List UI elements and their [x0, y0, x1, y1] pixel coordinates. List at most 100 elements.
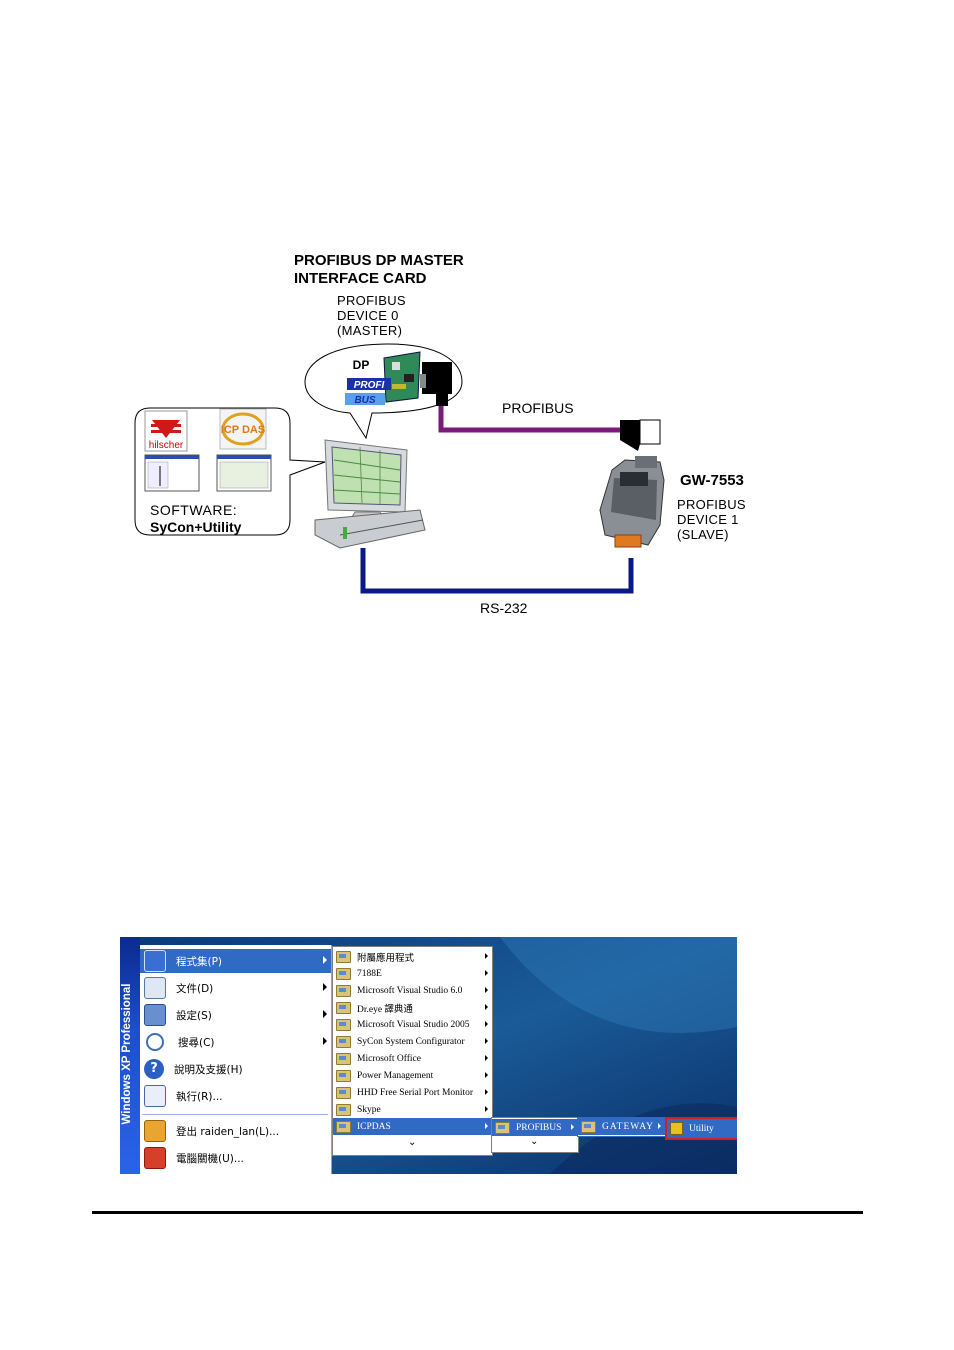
- shutdown-icon: [144, 1147, 166, 1169]
- chevron-right-icon: [485, 1072, 488, 1078]
- master-device-label: PROFIBUS DEVICE 0 (MASTER): [337, 293, 406, 338]
- icpdas-item-label: PROFIBUS: [516, 1122, 562, 1133]
- folder-icon: [336, 1120, 351, 1133]
- software-window-thumb-1: [144, 454, 200, 492]
- start-item-documents[interactable]: 文件(D): [140, 976, 331, 1000]
- pc-computer: [314, 439, 426, 549]
- svg-text:hilscher: hilscher: [149, 440, 184, 451]
- master-card-title-line1: PROFIBUS DP MASTER: [294, 252, 464, 269]
- xp-side-band: Windows XP Professional: [120, 937, 140, 1174]
- rs232-cable: [360, 548, 634, 594]
- icpdas-item-profibus[interactable]: PROFIBUS: [492, 1119, 578, 1136]
- settings-icon: [144, 1004, 166, 1026]
- program-item-label: Skype: [357, 1104, 381, 1115]
- documents-icon: [144, 977, 166, 999]
- svg-text:DP: DP: [353, 358, 370, 372]
- master-device-line2: DEVICE 0: [337, 308, 399, 323]
- software-label: SOFTWARE: SyCon+Utility: [150, 502, 241, 536]
- profibus-item-gateway[interactable]: GATEWAY: [578, 1118, 665, 1135]
- chevron-right-icon: [485, 1055, 488, 1061]
- program-item-label: HHD Free Serial Port Monitor: [357, 1087, 474, 1098]
- help-icon: ?: [144, 1059, 164, 1079]
- start-item-label: 說明及支援(H): [174, 1063, 243, 1076]
- chevron-right-icon: [323, 1010, 327, 1018]
- start-item-logoff[interactable]: 登出 raiden_lan(L)...: [140, 1119, 331, 1143]
- program-item[interactable]: Dr.eye 譯典通: [333, 999, 492, 1016]
- program-item[interactable]: Microsoft Office: [333, 1050, 492, 1067]
- folder-icon: [336, 1018, 351, 1031]
- gw-7553-device: [599, 456, 665, 548]
- profibus-submenu: GATEWAY: [577, 1117, 666, 1137]
- start-item-shutdown[interactable]: 電腦關機(U)...: [140, 1146, 331, 1170]
- chevron-right-icon: [323, 956, 327, 964]
- start-menu-screenshot: Windows XP Professional 程式集(P) 文件(D) 設定(…: [120, 937, 737, 1174]
- program-item-label: Microsoft Office: [357, 1053, 421, 1064]
- start-menu-separator: [142, 1114, 328, 1115]
- start-menu: 程式集(P) 文件(D) 設定(S) 搜尋(C) ? 說明及支援(H) 執行(R…: [140, 945, 332, 1174]
- folder-icon: [336, 984, 351, 997]
- chevron-right-icon: [571, 1124, 574, 1130]
- icpdas-submenu: PROFIBUS ⌄: [491, 1117, 579, 1153]
- expand-chevron-icon[interactable]: ⌄: [408, 1137, 417, 1148]
- network-diagram: hilscher ICP DAS DP PROF: [134, 343, 665, 594]
- chevron-right-icon: [485, 1038, 488, 1044]
- programs-icon: [144, 950, 166, 972]
- start-item-programs[interactable]: 程式集(P): [140, 949, 331, 973]
- program-item[interactable]: Skype: [333, 1101, 492, 1118]
- rs232-label: RS-232: [480, 600, 528, 616]
- slave-device-line1: PROFIBUS: [677, 497, 746, 512]
- program-item[interactable]: HHD Free Serial Port Monitor: [333, 1084, 492, 1101]
- program-item-label: 附屬應用程式: [357, 953, 415, 964]
- bottom-rule: [92, 1211, 863, 1214]
- profibus-link-label: PROFIBUS: [502, 400, 574, 416]
- program-item-icpdas[interactable]: ICPDAS: [333, 1118, 492, 1135]
- software-window-thumb-2: [216, 454, 272, 492]
- utility-app-icon: [670, 1122, 683, 1135]
- slave-device-line3: (SLAVE): [677, 527, 729, 542]
- gateway-item-utility[interactable]: Utility: [667, 1119, 737, 1138]
- start-item-search[interactable]: 搜尋(C): [140, 1030, 331, 1054]
- master-card-title-line2: INTERFACE CARD: [294, 270, 427, 287]
- chevron-right-icon: [323, 983, 327, 991]
- chevron-right-icon: [323, 1037, 327, 1045]
- svg-text:BUS: BUS: [354, 395, 375, 406]
- folder-icon: [336, 967, 351, 980]
- chevron-right-icon: [485, 1021, 488, 1027]
- folder-icon: [581, 1120, 596, 1133]
- chevron-right-icon: [485, 953, 488, 959]
- folder-icon: [336, 1086, 351, 1099]
- svg-text:PROFI: PROFI: [354, 380, 385, 391]
- folder-icon: [336, 950, 351, 963]
- search-icon: [146, 1033, 164, 1051]
- chevron-right-icon: [485, 987, 488, 993]
- program-item[interactable]: Microsoft Visual Studio 6.0: [333, 982, 492, 999]
- chevron-right-icon: [485, 970, 488, 976]
- master-card-title: PROFIBUS DP MASTER INTERFACE CARD: [294, 252, 464, 288]
- chevron-right-icon: [658, 1123, 661, 1129]
- chevron-right-icon: [485, 1123, 488, 1129]
- start-item-settings[interactable]: 設定(S): [140, 1003, 331, 1027]
- start-item-label: 電腦關機(U)...: [176, 1152, 244, 1165]
- folder-icon: [336, 1069, 351, 1082]
- program-item[interactable]: SyCon System Configurator: [333, 1033, 492, 1050]
- expand-chevron-icon[interactable]: ⌄: [530, 1136, 539, 1147]
- master-device-line3: (MASTER): [337, 323, 403, 338]
- start-item-label: 設定(S): [176, 1009, 212, 1022]
- start-item-help[interactable]: ? 說明及支援(H): [140, 1057, 331, 1081]
- program-item[interactable]: 7188E: [333, 965, 492, 982]
- master-device-line1: PROFIBUS: [337, 293, 406, 308]
- program-item[interactable]: Microsoft Visual Studio 2005: [333, 1016, 492, 1033]
- program-item[interactable]: Power Management: [333, 1067, 492, 1084]
- program-item-label: Microsoft Visual Studio 2005: [357, 1019, 470, 1030]
- slave-device-line2: DEVICE 1: [677, 512, 739, 527]
- software-line1: SOFTWARE:: [150, 502, 238, 518]
- start-item-label: 執行(R)...: [176, 1090, 223, 1103]
- program-item[interactable]: 附屬應用程式: [333, 948, 492, 965]
- profibus-cable: [438, 400, 622, 433]
- slave-device-label: PROFIBUS DEVICE 1 (SLAVE): [677, 497, 746, 542]
- start-item-run[interactable]: 執行(R)...: [140, 1084, 331, 1108]
- profibus-pci-card: DP PROFI BUS: [345, 351, 452, 406]
- profibus-connector-master: [436, 392, 448, 406]
- gateway-item-label: Utility: [689, 1123, 714, 1134]
- icpdas-logo: ICP DAS: [219, 408, 267, 450]
